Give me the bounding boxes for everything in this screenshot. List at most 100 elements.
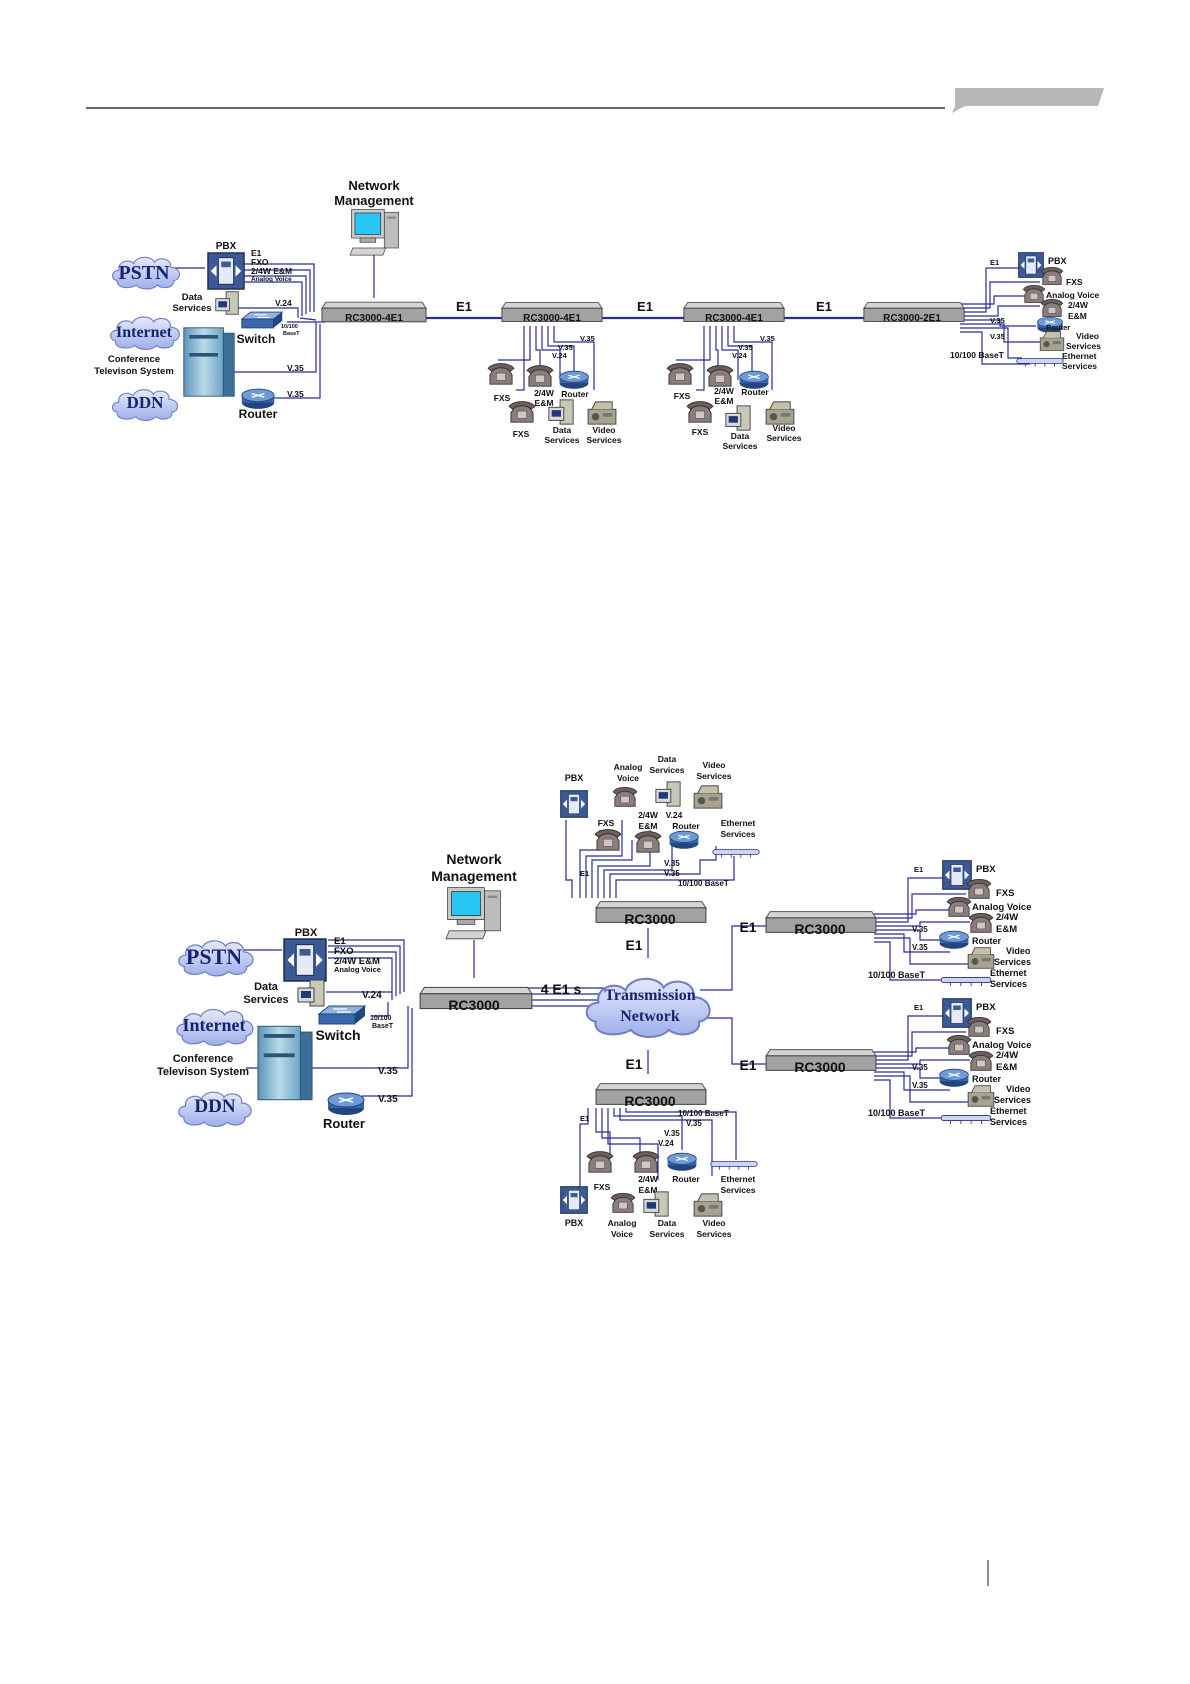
d1-v35-b: V.35 xyxy=(287,389,304,399)
d2-b-phone-2-icon xyxy=(632,1151,660,1173)
d2-rl-phone-3-icon xyxy=(968,1051,994,1071)
d1-r-eth-1: Ethernet xyxy=(1062,351,1097,361)
d2-e1-right-upper: E1 xyxy=(739,919,756,935)
d2-data-label-1: Data xyxy=(254,981,279,993)
d2-t-data-icon xyxy=(655,781,681,807)
d1-data-label-2: Services xyxy=(172,303,211,314)
d2-switch-label: Switch xyxy=(315,1027,360,1043)
d1-r-fxs: FXS xyxy=(1066,277,1083,287)
d1-r-video-1: Video xyxy=(1076,331,1099,341)
d1-r-pbx-label: PBX xyxy=(1048,256,1067,266)
d2-t-eth-2: Services xyxy=(721,829,756,839)
d1-r-router-label: Router xyxy=(1046,323,1070,332)
d2-pstn-label: PSTN xyxy=(186,944,242,969)
d1-v35-a: V.35 xyxy=(287,363,304,373)
d2-b-baset: 10/100 BaseT xyxy=(678,1109,729,1118)
d2-t-analog-2: Voice xyxy=(617,773,639,783)
d1-v24: V.24 xyxy=(275,298,292,308)
d1-e1-b: E1 xyxy=(637,299,653,314)
d2-t-phone-1-icon xyxy=(612,787,638,807)
d2-t-video-1: Video xyxy=(703,760,726,770)
d2-b-data-1: Data xyxy=(658,1218,677,1228)
d2-node-right-upper-label: RC3000 xyxy=(794,921,846,937)
d2-b-data-icon xyxy=(643,1191,669,1217)
d2-e1-bottom: E1 xyxy=(625,1056,642,1072)
d2-b-em-2: E&M xyxy=(639,1185,658,1195)
d1-r-phone-2-icon xyxy=(1022,284,1046,303)
d1-ddn-label: DDN xyxy=(127,393,165,412)
d2-node-top-label: RC3000 xyxy=(624,911,676,927)
d1-b1-video-2: Services xyxy=(587,435,622,445)
d2-t-router-label: Router xyxy=(672,821,700,831)
d2-t-pbx-icon xyxy=(560,790,588,818)
d2-rl-em-1: 2/4W xyxy=(996,1050,1018,1061)
d1-b1-fxs-1: FXS xyxy=(494,393,511,403)
d2-link-analog: Analog Voice xyxy=(334,965,381,974)
d2-tower-icon xyxy=(257,1025,313,1101)
header-tab xyxy=(952,88,1104,113)
d2-ru-em-2: E&M xyxy=(996,924,1017,935)
d2-internet-label: Internet xyxy=(183,1015,246,1035)
d2-t-router-icon xyxy=(668,830,700,850)
d1-b2-v24: V.24 xyxy=(732,351,748,360)
d2-data-label-2: Services xyxy=(243,994,288,1006)
d1-link-fxo: FXO xyxy=(251,257,269,267)
d1-computer-icon xyxy=(349,208,400,256)
d2-pbx-label: PBX xyxy=(295,927,318,939)
d1-router-icon xyxy=(241,388,275,410)
d2-rl-v35-a: V.35 xyxy=(912,1063,928,1072)
d1-data-label-1: Data xyxy=(182,292,203,303)
d1-pbx-icon xyxy=(207,252,245,290)
d2-t-e1: E1 xyxy=(580,869,589,878)
diagram-2: Network Management PSTN Internet DDN PBX… xyxy=(157,754,1032,1239)
d2-t-pbx-label: PBX xyxy=(565,773,584,783)
d1-r-em-2: E&M xyxy=(1068,311,1087,321)
d1-b1-video-icon xyxy=(587,401,617,425)
d1-router-label: Router xyxy=(239,407,278,421)
d2-b-phone-3-icon xyxy=(610,1193,636,1213)
d2-t-video-icon xyxy=(693,785,723,809)
d2-rl-v35-b: V.35 xyxy=(912,1081,928,1090)
d1-b2-router-label: Router xyxy=(741,387,769,397)
d2-ru-video-icon xyxy=(967,947,995,969)
d1-b1-em-2: E&M xyxy=(535,398,554,408)
d1-b1-phone-3-icon xyxy=(508,401,536,423)
d1-b2-fxs-1: FXS xyxy=(674,391,691,401)
d2-e1-top: E1 xyxy=(625,937,642,953)
d2-ru-eth-1: Ethernet xyxy=(990,968,1027,978)
d2-rl-fxs: FXS xyxy=(996,1026,1014,1037)
d2-link-fxo: FXO xyxy=(334,946,354,957)
d2-rl-phone-1-icon xyxy=(966,1017,992,1037)
d2-conf-label-2: Televison System xyxy=(157,1066,249,1078)
d2-rl-hub-icon xyxy=(940,1114,992,1124)
d2-switch-icon xyxy=(318,1005,366,1025)
d2-ddn-label: DDN xyxy=(194,1096,235,1117)
d1-b1-video-1: Video xyxy=(593,425,616,435)
d2-ru-hub-icon xyxy=(940,976,992,986)
d2-rl-pbx-label: PBX xyxy=(976,1002,996,1013)
d1-b2-fxs-2: FXS xyxy=(692,427,709,437)
d2-t-hub-icon xyxy=(712,849,760,858)
d1-basetx-1: 10/100 xyxy=(281,324,298,330)
d2-b-video-2: Services xyxy=(697,1229,732,1239)
d2-t-v24: V.24 xyxy=(666,810,683,820)
d2-t-v35-b: V.35 xyxy=(664,869,680,878)
d1-r-pbx-icon xyxy=(1018,252,1044,278)
d2-ru-e1: E1 xyxy=(914,865,923,874)
d1-b2-phone-3-icon xyxy=(686,401,714,423)
d2-b-pbx-icon xyxy=(560,1186,588,1214)
d2-computer-icon xyxy=(445,887,501,940)
d2-rl-analog: Analog Voice xyxy=(972,1040,1031,1051)
d1-b1-v35-b: V.35 xyxy=(558,343,573,352)
d2-v35-a: V.35 xyxy=(378,1066,398,1077)
d1-b2-v35-b: V.35 xyxy=(738,343,753,352)
d2-link-em: 2/4W E&M xyxy=(334,956,380,967)
d1-b2-em-2: E&M xyxy=(715,396,734,406)
d1-r-analog: Analog Voice xyxy=(1046,290,1099,300)
d2-ru-em-1: 2/4W xyxy=(996,912,1018,923)
d2-rl-eth-2: Services xyxy=(990,1117,1027,1127)
d2-e1-right-lower: E1 xyxy=(739,1057,756,1073)
d1-node-4-label: RC3000-2E1 xyxy=(883,313,941,324)
d2-basetx-1: 10/100 xyxy=(370,1015,392,1022)
